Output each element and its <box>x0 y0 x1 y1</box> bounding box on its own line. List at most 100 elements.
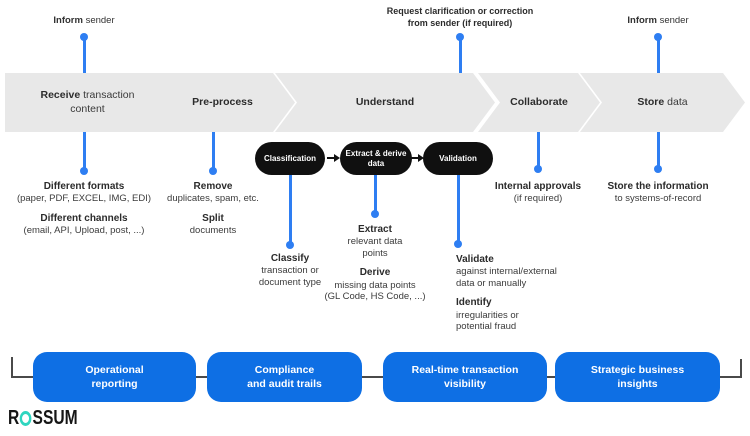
stage-store-data: Store data <box>580 73 745 132</box>
rossum-logo-o-icon <box>20 411 32 426</box>
note-line: (if required) <box>513 193 563 205</box>
pill-label: insights <box>617 378 658 390</box>
note-line: potential fraud <box>456 321 517 333</box>
note-heading: Classify <box>270 253 310 264</box>
note-line: transaction or <box>261 265 319 277</box>
arrow-right-icon <box>327 154 340 162</box>
note-group: Different channels (email, API, Upload, … <box>4 213 164 237</box>
note-inform-sender-right: Inform sender <box>627 15 688 27</box>
note-group: Different formats (paper, PDF, EXCEL, IM… <box>4 181 164 205</box>
pill-label: Compliance <box>254 363 315 376</box>
stage-pre-process: Pre-process <box>150 73 295 132</box>
process-pill-classification: Classification <box>255 142 325 175</box>
note-heading: Different formats <box>43 181 125 192</box>
note-heading: Derive <box>359 267 391 279</box>
process-pill-validation: Validation <box>423 142 493 175</box>
note-heading: Remove <box>193 181 233 192</box>
connector-dot <box>454 240 462 248</box>
note-line: data or manually <box>456 277 527 289</box>
pill-label: Real-time transaction <box>411 363 519 376</box>
bracket-tick-left <box>11 357 13 378</box>
note-heading: Split <box>202 212 224 224</box>
connector-line <box>458 38 462 73</box>
note-group: Remove duplicates, spam, etc. <box>133 181 293 205</box>
stage-receive-transaction-content: Receive transaction content <box>5 73 186 132</box>
connector-dot <box>209 167 217 175</box>
note-line: (GL Code, HS Code, ...) <box>324 291 426 303</box>
connector-line <box>211 132 215 169</box>
pill-label: reporting <box>91 378 138 390</box>
note-line: document type <box>258 276 322 288</box>
arrow-right-icon <box>411 154 424 162</box>
note-remove-split: Remove duplicates, spam, etc. Split docu… <box>133 181 293 245</box>
note-inform-sender-left: Inform sender <box>53 15 114 27</box>
stage-label: Understand <box>355 95 415 108</box>
note-validate-identify: Validate against internal/external data … <box>456 254 586 341</box>
note-extract-derive: Extract relevant data points Derive miss… <box>295 224 455 311</box>
note-heading: Extract <box>358 224 392 235</box>
note-heading: Different channels <box>40 212 128 224</box>
benefit-operational-reporting: Operational reporting <box>33 352 196 402</box>
connector-dot <box>286 241 294 249</box>
connector-dot <box>456 33 464 41</box>
note-line: against internal/external <box>456 266 557 278</box>
note-line: missing data points <box>334 279 416 291</box>
note-heading: Store the information <box>607 181 709 192</box>
rossum-logo: R SSUM <box>8 407 78 430</box>
connector-dot <box>371 210 379 218</box>
bracket-line <box>11 376 742 378</box>
note-group: Derive missing data points (GL Code, HS … <box>295 267 455 302</box>
connector-dot <box>654 33 662 41</box>
connector-line <box>82 38 86 73</box>
note-heading: Internal approvals <box>494 181 582 192</box>
note-line: irregularities or <box>456 309 519 321</box>
bracket-tick-right <box>740 359 742 378</box>
note-line: duplicates, spam, etc. <box>167 193 259 205</box>
benefit-compliance-audit-trails: Compliance and audit trails <box>207 352 362 402</box>
stage-label: Collaborate <box>510 95 568 108</box>
note-text: Inform <box>627 15 657 26</box>
note-line: (email, API, Upload, post, ...) <box>23 224 145 236</box>
note-text: sender <box>82 15 115 26</box>
note-group: Internal approvals (if required) <box>458 181 618 205</box>
connector-dot <box>534 165 542 173</box>
pill-label: Validation <box>439 153 477 163</box>
connector-line <box>656 132 660 167</box>
pill-label: and audit trails <box>247 378 322 390</box>
note-group: Extract relevant data points <box>295 224 455 259</box>
logo-letter: R <box>8 407 20 429</box>
connector-line <box>373 175 377 212</box>
benefit-strategic-business-insights: Strategic business insights <box>555 352 720 402</box>
logo-letters: SSUM <box>32 407 78 429</box>
connector-line <box>288 175 292 243</box>
note-classify: Classify transaction or document type <box>210 253 370 296</box>
note-request-clarification: Request clarification or correction from… <box>387 6 534 29</box>
note-group: Identify irregularities or potential fra… <box>456 297 586 332</box>
pill-label: Extract & derive <box>345 148 407 158</box>
note-line: points <box>362 247 388 259</box>
note-group: Split documents <box>133 213 293 237</box>
note-line: to systems-of-record <box>614 193 702 205</box>
connector-line <box>82 132 86 169</box>
connector-line <box>656 38 660 73</box>
benefit-realtime-transaction-visibility: Real-time transaction visibility <box>383 352 547 402</box>
connector-dot <box>654 165 662 173</box>
stage-understand: Understand <box>275 73 495 132</box>
note-group: Validate against internal/external data … <box>456 254 586 289</box>
connector-dot <box>80 33 88 41</box>
pill-label: Operational <box>85 363 144 376</box>
stage-label: Pre-process <box>192 95 253 108</box>
note-line: (paper, PDF, EXCEL, IMG, EDI) <box>16 193 152 205</box>
pill-label: visibility <box>443 378 486 390</box>
connector-line <box>536 132 540 167</box>
pill-label: data <box>367 158 385 168</box>
note-heading: Identify <box>456 297 492 309</box>
pill-label: Classification <box>263 153 316 163</box>
process-pill-extract-derive: Extract & derive data <box>340 142 412 175</box>
note-heading: Validate <box>456 254 494 265</box>
note-store-information: Store the information to systems-of-reco… <box>578 181 738 213</box>
note-group: Classify transaction or document type <box>210 253 370 288</box>
note-internal-approvals: Internal approvals (if required) <box>458 181 618 213</box>
connector-line <box>456 175 460 242</box>
